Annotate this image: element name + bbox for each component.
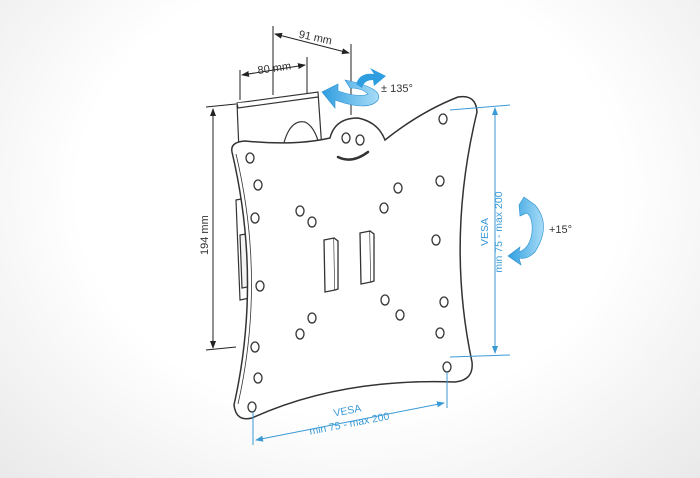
bracket-width-label: 80 mm (257, 60, 292, 77)
vesa-horizontal-title: VESA (333, 402, 363, 419)
swivel-label: ± 135° (381, 83, 413, 95)
handle-slot (336, 150, 370, 161)
mounting-holes (245, 113, 452, 413)
vesa-vertical-title: VESA (479, 218, 491, 246)
bracket-height-label: 194 mm (199, 215, 211, 255)
tilt-arrow-icon (507, 196, 544, 266)
vesa-vertical-range: min 75 - max 200 (493, 191, 505, 272)
plate-inner-edge (235, 153, 252, 405)
tilt-label: +15° (549, 224, 572, 236)
center-slots (323, 230, 375, 293)
vesa-dimension-lines (252, 104, 511, 445)
swivel-arrow-icon (321, 68, 386, 109)
mounting-plate (231, 95, 478, 420)
